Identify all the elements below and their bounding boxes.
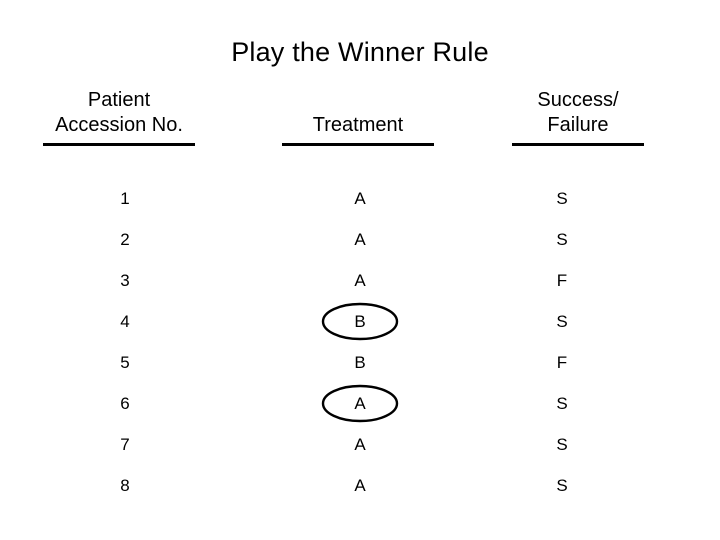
- treatment-letter: A: [354, 435, 366, 454]
- header-underline: [512, 143, 644, 146]
- column-header-label: Patient Accession No.: [55, 89, 183, 136]
- cell-success-failure: S: [556, 230, 568, 249]
- treatment-value-wrapper: A: [321, 184, 399, 213]
- cell-patient-accession-no: 8: [120, 476, 130, 495]
- cell-patient-accession-no: 2: [120, 230, 130, 249]
- table-row: 8 A S: [0, 471, 720, 512]
- treatment-letter: A: [354, 271, 366, 290]
- cell-patient-accession-no: 4: [120, 312, 130, 331]
- cell-success-failure: S: [556, 394, 568, 413]
- cell-treatment: A: [290, 225, 430, 266]
- cell-success-failure: F: [556, 271, 568, 290]
- treatment-value-wrapper: A: [321, 471, 399, 500]
- cell-success-failure: S: [556, 435, 568, 454]
- cell-success-failure: S: [556, 189, 568, 208]
- header-underline: [282, 143, 434, 146]
- page-title: Play the Winner Rule: [231, 37, 489, 67]
- table-row: 3 A F: [0, 266, 720, 307]
- cell-treatment: A: [290, 430, 430, 471]
- treatment-letter: B: [354, 353, 366, 372]
- column-header-treatment: Treatment: [258, 113, 458, 146]
- cell-patient-accession-no: 6: [120, 394, 130, 413]
- cell-treatment: A: [290, 266, 430, 307]
- treatment-value-wrapper: A: [321, 384, 399, 423]
- cell-patient-accession-no: 3: [120, 271, 130, 290]
- table-header-row: Patient Accession No. Treatment Success/…: [0, 88, 720, 164]
- treatment-letter: B: [354, 312, 366, 331]
- cell-patient-accession-no: 5: [120, 353, 130, 372]
- treatment-value-wrapper: A: [321, 266, 399, 295]
- treatment-letter: A: [354, 189, 366, 208]
- cell-success-failure: S: [556, 312, 568, 331]
- table-row: 6 A S: [0, 384, 720, 430]
- treatment-letter: A: [354, 394, 366, 413]
- column-header-success-failure: Success/ Failure: [490, 88, 666, 146]
- column-header-label: Treatment: [312, 114, 404, 136]
- cell-treatment: B: [290, 348, 430, 389]
- table-row: 2 A S: [0, 225, 720, 266]
- table-row: 1 A S: [0, 184, 720, 225]
- treatment-value-wrapper: A: [321, 430, 399, 459]
- table-row: 4 B S: [0, 302, 720, 348]
- header-underline: [43, 143, 195, 146]
- treatment-value-wrapper: A: [321, 225, 399, 254]
- treatment-letter: A: [354, 476, 366, 495]
- cell-patient-accession-no: 7: [120, 435, 130, 454]
- treatment-value-wrapper: B: [321, 302, 399, 341]
- table-row: 7 A S: [0, 430, 720, 471]
- treatment-letter: A: [354, 230, 366, 249]
- cell-success-failure: F: [556, 353, 568, 372]
- table-row: 5 B F: [0, 348, 720, 389]
- cell-treatment: A: [290, 184, 430, 225]
- cell-treatment: B: [290, 302, 430, 348]
- cell-success-failure: S: [556, 476, 568, 495]
- cell-patient-accession-no: 1: [120, 189, 130, 208]
- column-header-label: Success/ Failure: [537, 89, 619, 136]
- cell-treatment: A: [290, 471, 430, 512]
- cell-treatment: A: [290, 384, 430, 430]
- column-header-patient-accession-no: Patient Accession No.: [8, 88, 230, 146]
- treatment-value-wrapper: B: [321, 348, 399, 377]
